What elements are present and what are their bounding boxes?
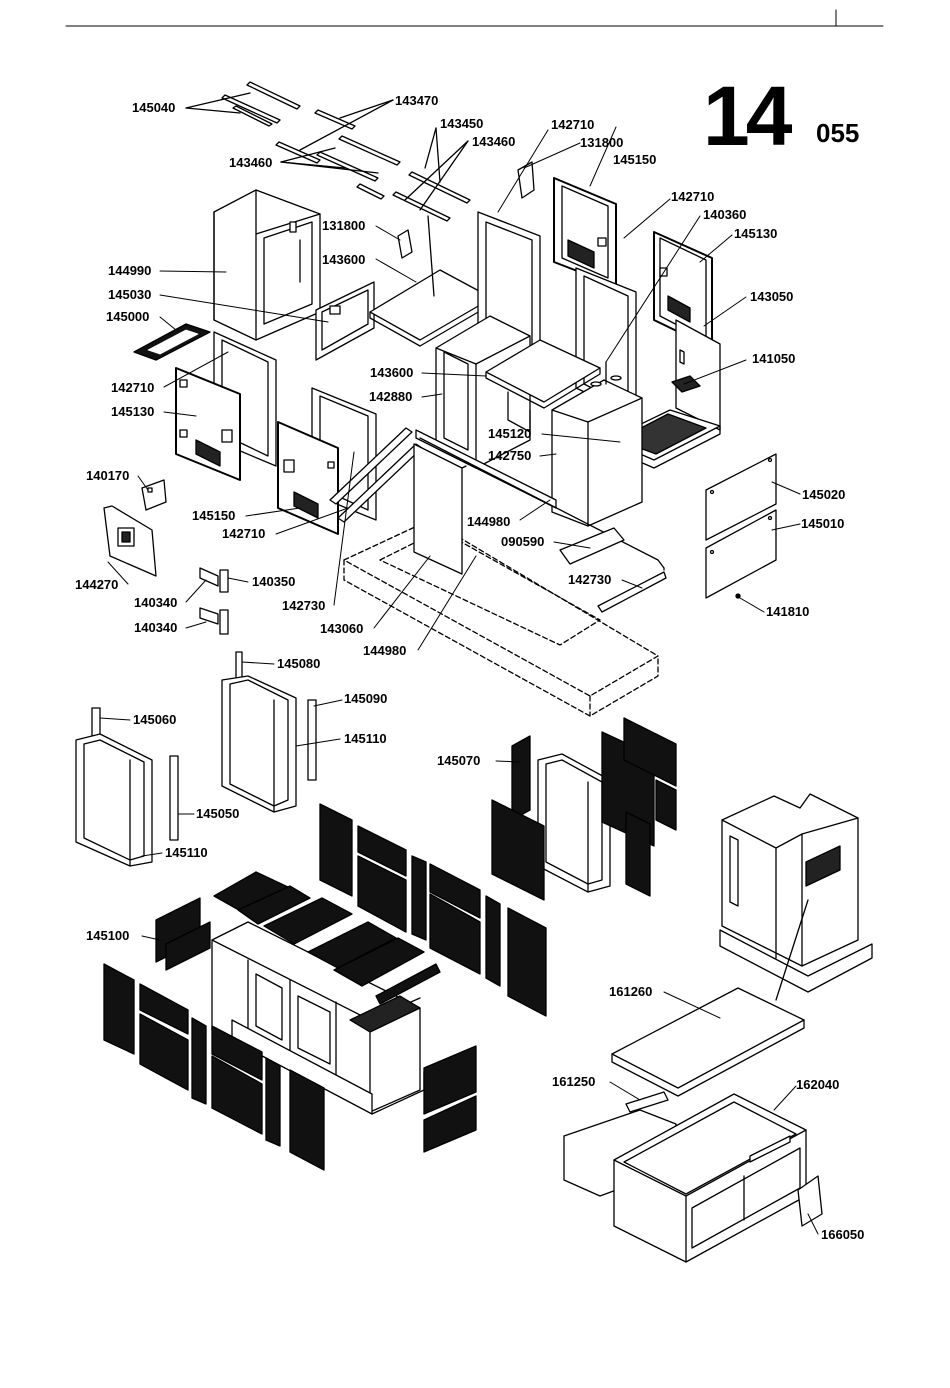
door-145130-top (653, 231, 713, 349)
bracket-131800-left (397, 229, 413, 259)
side-panels (705, 453, 777, 599)
part-label: 142750 (488, 448, 532, 463)
part-label: 145060 (133, 712, 177, 727)
pads-145100 (103, 803, 547, 1171)
part-label: 162040 (796, 1077, 840, 1092)
rail-145000 (133, 323, 211, 361)
part-label: 145090 (344, 691, 388, 706)
enclosure-145060 (75, 707, 179, 867)
generator-small-view (719, 793, 873, 993)
roof-strips (221, 81, 471, 222)
part-label: 141050 (752, 351, 796, 366)
plate-166050 (797, 1175, 823, 1227)
part-label: 145130 (734, 226, 778, 241)
enclosure-145070 (537, 753, 611, 893)
door-145130-left (175, 367, 241, 481)
part-label: 145010 (801, 516, 845, 531)
leader-161260-view (775, 899, 809, 1001)
roof-strip-leaders (185, 92, 469, 211)
part-label: 141810 (766, 604, 810, 619)
part-label: 140340 (134, 595, 178, 610)
part-label: 145130 (111, 404, 155, 419)
part-label: 131800 (580, 135, 624, 150)
door-145150-top (553, 177, 617, 287)
part-label: 131800 (322, 218, 366, 233)
pads-145070 (491, 717, 677, 901)
part-label: 145030 (108, 287, 152, 302)
part-label: 145100 (86, 928, 130, 943)
part-label: 145110 (165, 845, 208, 860)
part-label: 140170 (86, 468, 130, 483)
skid-dashed (343, 519, 659, 717)
part-label: 142710 (111, 380, 155, 395)
brackets-left (103, 479, 229, 635)
part-label: 144980 (363, 643, 407, 658)
assembled-generator (211, 921, 425, 1115)
part-label: 143050 (750, 289, 794, 304)
part-label: 145110 (344, 731, 387, 746)
part-label: 143600 (322, 252, 366, 267)
part-label: 145080 (277, 656, 321, 671)
part-label: 161250 (552, 1074, 596, 1089)
header-rule (65, 9, 884, 27)
part-label: 145150 (613, 152, 657, 167)
base-162040 (613, 1093, 807, 1263)
part-label: 140360 (703, 207, 747, 222)
part-label: 143450 (440, 116, 484, 131)
part-label: 145000 (106, 309, 150, 324)
part-label: 144980 (467, 514, 511, 529)
part-label: 145040 (132, 100, 176, 115)
hatch-145030 (315, 281, 375, 361)
part-label: 140350 (252, 574, 296, 589)
part-label: 142710 (551, 117, 595, 132)
part-label: 090590 (501, 534, 545, 549)
panel-143060 (413, 443, 467, 575)
part-label: 145070 (437, 753, 481, 768)
part-label: 166050 (821, 1227, 865, 1242)
part-label: 142730 (282, 598, 326, 613)
base-rails (329, 427, 667, 613)
cabinet-144990 (213, 189, 321, 341)
part-label: 142710 (671, 189, 715, 204)
part-label: 161260 (609, 984, 653, 999)
leader-lines (99, 126, 819, 1235)
part-label: 145150 (192, 508, 236, 523)
part-label: 140340 (134, 620, 178, 635)
enclosure-145080 (221, 651, 317, 813)
part-label: 145020 (802, 487, 846, 502)
part-label: 143600 (370, 365, 414, 380)
part-label: 145120 (488, 426, 532, 441)
part-label: 143470 (395, 93, 439, 108)
part-label: 142880 (369, 389, 413, 404)
part-label: 143460 (229, 155, 273, 170)
part-label: 144270 (75, 577, 119, 592)
generator-module (435, 315, 643, 527)
part-label: 144990 (108, 263, 152, 278)
part-label: 143460 (472, 134, 516, 149)
canopy-161260 (611, 987, 805, 1097)
part-label: 145050 (196, 806, 240, 821)
part-label: 142710 (222, 526, 266, 541)
part-label: 142730 (568, 572, 612, 587)
door-145150-left (277, 421, 339, 535)
page-number-large: 14 (703, 69, 792, 163)
part-label: 143060 (320, 621, 364, 636)
page-number-small: 055 (816, 118, 860, 148)
